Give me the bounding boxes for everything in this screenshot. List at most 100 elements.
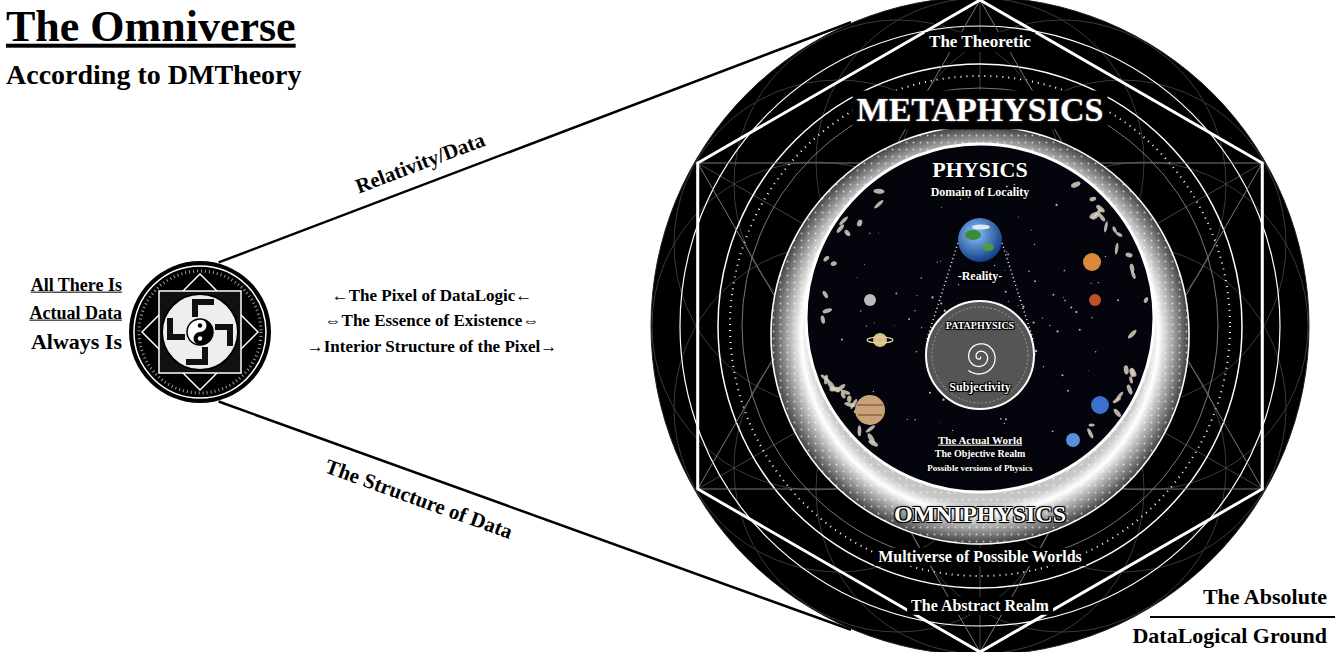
- decoration-shape: [982, 243, 994, 251]
- annotation-label: →Interior Structure of the Pixel→: [307, 337, 558, 357]
- decoration-shape: [958, 218, 1002, 262]
- star: [1034, 280, 1036, 282]
- star-triangle: [698, 163, 1263, 652]
- galaxy: [1114, 243, 1119, 255]
- decoration-shape: [857, 404, 883, 406]
- star: [1090, 283, 1091, 284]
- omniphysics-ring: OMNIPHYSICSMultiverse of Possible Worlds…: [770, 125, 1190, 545]
- decoration-shape: [932, 307, 1028, 403]
- star: [1052, 294, 1054, 296]
- star: [1070, 307, 1072, 309]
- pixel-arm: [170, 318, 185, 337]
- galaxy: [1127, 329, 1138, 340]
- physics-disc: PHYSICSDomain of Locality-Reality-The Ac…: [805, 143, 1155, 493]
- planet: [873, 333, 887, 347]
- star: [1064, 270, 1066, 272]
- star: [908, 318, 910, 320]
- pixel-disc: [129, 261, 271, 403]
- galaxy: [868, 439, 879, 448]
- annotation-label: ←The Pixel of DataLogic←: [332, 286, 533, 306]
- planet: [1066, 433, 1080, 447]
- galaxy: [1123, 365, 1129, 375]
- annotation-label: The Absolute: [1199, 584, 1331, 609]
- galaxy: [847, 395, 852, 402]
- galaxy: [1112, 396, 1122, 404]
- star: [940, 302, 942, 304]
- pixel-arm: [215, 327, 230, 346]
- star: [1079, 329, 1081, 331]
- decoration-shape: [198, 336, 202, 340]
- star: [1064, 300, 1066, 302]
- galaxy: [822, 290, 830, 299]
- star: [1055, 204, 1057, 206]
- galaxy: [843, 229, 851, 237]
- galaxy: [1129, 367, 1138, 378]
- galaxy: [1089, 423, 1095, 426]
- star: [1117, 299, 1119, 301]
- planet: [864, 294, 876, 306]
- pataphysics-circle: PATAPHYSICSSubjectivity: [925, 300, 1035, 410]
- decoration-shape: [187, 319, 213, 345]
- star: [864, 264, 865, 265]
- pixel-circle: All There IsActual DataAlways Is: [128, 260, 272, 404]
- node-text: Possible versions of Physics: [927, 463, 1032, 473]
- node-text: The Theoretic: [925, 32, 1035, 52]
- star: [1052, 430, 1054, 432]
- galaxy: [873, 199, 884, 210]
- planet: [855, 395, 885, 425]
- node-text: Always Is: [31, 329, 122, 354]
- star: [958, 284, 959, 285]
- galaxy: [1070, 180, 1081, 188]
- galaxy: [1086, 427, 1095, 439]
- pixel-arm: [195, 302, 214, 317]
- pataphysics-disc: [926, 301, 1034, 409]
- node-text: METAPHYSICS: [853, 90, 1108, 129]
- star: [939, 421, 941, 423]
- earth: [958, 218, 1002, 262]
- decoration-shape: [972, 225, 990, 230]
- star: [1018, 305, 1019, 306]
- node-text: The Abstract Realm: [907, 597, 1053, 615]
- decoration-shape: [134, 266, 266, 398]
- galaxy: [822, 255, 830, 263]
- star: [1105, 256, 1106, 257]
- yin-yang-symbol: [187, 319, 213, 345]
- galaxy: [828, 385, 840, 393]
- galaxy: [1129, 368, 1136, 378]
- star: [931, 296, 933, 298]
- star: [1034, 244, 1035, 245]
- galaxy: [1129, 376, 1134, 384]
- star: [1067, 390, 1069, 392]
- star: [1005, 291, 1007, 293]
- decoration-shape: [730, 76, 1230, 576]
- node-text: PHYSICS: [932, 157, 1027, 182]
- star: [944, 309, 946, 311]
- galaxy: [1143, 297, 1149, 304]
- star: [1098, 282, 1099, 283]
- star: [940, 260, 941, 261]
- fraction-rule: [1150, 616, 1335, 618]
- node-text: OMNIPHYSICS: [894, 501, 1066, 529]
- star: [1004, 423, 1005, 424]
- pixel-circle-outline: [128, 260, 272, 404]
- annotation-label: According to DMTheory: [6, 59, 302, 91]
- star: [937, 262, 938, 263]
- node-text: Domain of Locality: [931, 186, 1030, 200]
- node-text: The Actual World: [938, 434, 1022, 447]
- decoration-shape: [680, 26, 1280, 626]
- star: [866, 325, 867, 326]
- star: [994, 265, 996, 267]
- star: [914, 310, 916, 312]
- galaxy: [856, 219, 863, 227]
- decoration-shape: [194, 319, 214, 345]
- hexagon: [698, 0, 1263, 652]
- star: [878, 232, 880, 234]
- star: [1007, 254, 1009, 256]
- star: [916, 295, 917, 296]
- star: [1042, 317, 1043, 318]
- galaxy: [840, 389, 851, 396]
- star: [941, 207, 942, 208]
- star: [921, 327, 922, 328]
- star: [916, 351, 918, 353]
- star: [907, 419, 908, 420]
